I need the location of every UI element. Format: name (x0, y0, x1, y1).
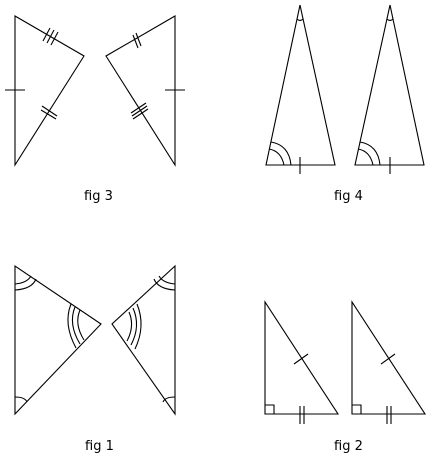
fig1-left-triangle (14, 264, 102, 416)
fig3-caption: fig 3 (84, 189, 113, 204)
fig2-right-right-angle (352, 404, 362, 414)
fig2-left-hypotenuse-tick (293, 353, 309, 365)
fig4-left-triangle (265, 4, 336, 166)
fig3-group (5, 15, 185, 167)
fig1-right-triangle (111, 264, 176, 416)
fig4-right-apex-arc (386, 18, 394, 22)
fig1-left-top-arcs (14, 275, 37, 291)
fig4-caption: fig 4 (334, 189, 363, 204)
fig3-right-triple-tick (130, 102, 149, 120)
fig1-right-top-arcs (153, 275, 176, 291)
fig1-left-vertex-arcs (67, 303, 85, 349)
fig2-left-right-angle (265, 404, 275, 414)
fig4-right-base-arcs (357, 141, 381, 166)
fig2-left-base-double-tick (299, 406, 305, 424)
fig4-left-apex-arc (296, 18, 304, 22)
fig4-left-base-arcs (268, 141, 292, 166)
fig2-right-hypotenuse-tick (380, 353, 396, 365)
fig3-left-triple-tick (40, 105, 58, 120)
fig1-right-vertex-arcs (126, 303, 142, 350)
fig3-right-double-tick (132, 32, 142, 49)
fig2-caption: fig 2 (334, 439, 363, 454)
fig4-right-triangle (354, 4, 425, 166)
fig3-left-double-tick (42, 27, 59, 46)
fig1-left-bottom-arc (14, 396, 28, 403)
fig1-group (14, 264, 176, 416)
fig2-group (264, 300, 427, 424)
fig3-right-triangle (105, 15, 176, 167)
fig2-right-base-double-tick (386, 406, 392, 424)
fig4-group (265, 4, 425, 174)
fig1-caption: fig 1 (85, 439, 114, 454)
fig1-right-bottom-arc (162, 396, 176, 403)
